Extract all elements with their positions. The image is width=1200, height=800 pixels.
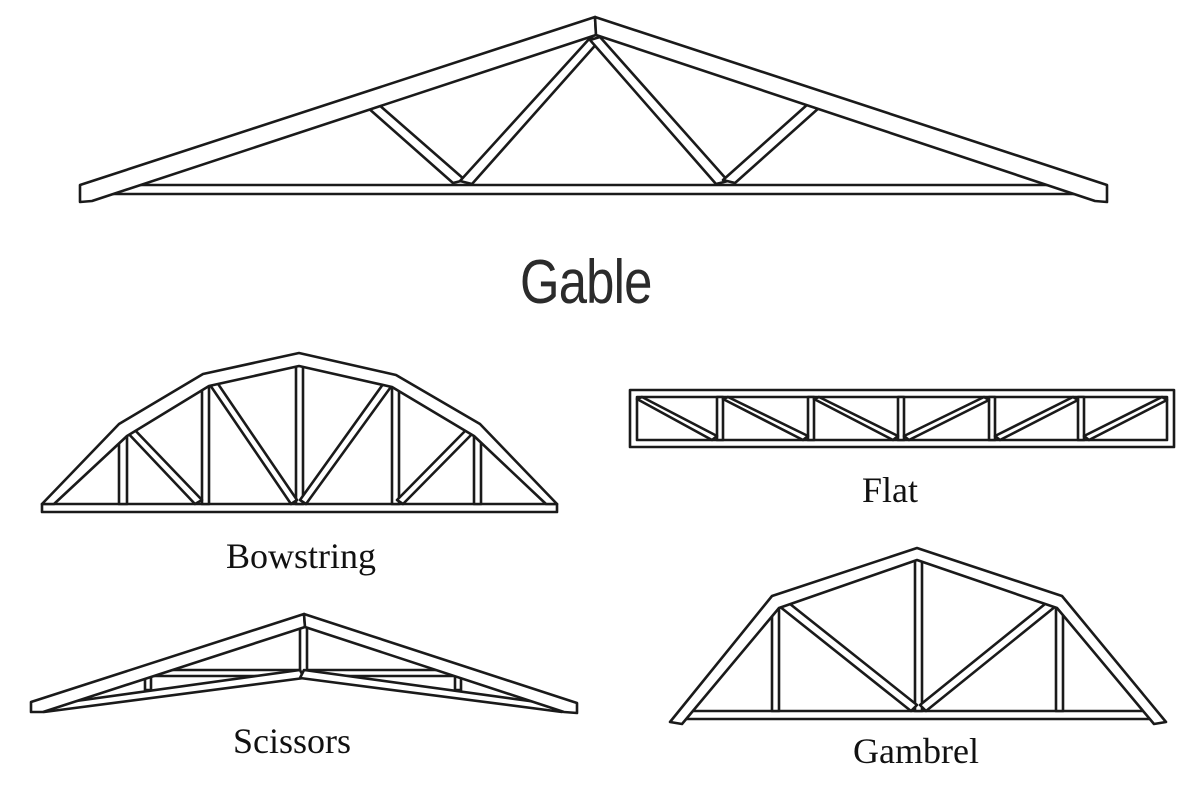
gable-web bbox=[721, 102, 822, 185]
gable-truss bbox=[78, 15, 1109, 204]
bowstring-diagonal bbox=[395, 426, 476, 506]
gable-bottom-chord bbox=[98, 183, 1097, 196]
flat-vertical bbox=[1076, 395, 1086, 442]
bowstring-truss bbox=[40, 351, 559, 514]
flat-vertical bbox=[806, 395, 816, 442]
flat-diagonal bbox=[721, 395, 810, 442]
flat-diagonal bbox=[635, 395, 719, 442]
flat-label: Flat bbox=[862, 470, 919, 510]
flat-diagonal bbox=[902, 395, 991, 442]
gambrel-truss bbox=[668, 546, 1168, 726]
bowstring-vertical bbox=[294, 358, 305, 506]
bowstring-vertical bbox=[390, 378, 401, 506]
bowstring-diagonal bbox=[206, 376, 299, 506]
flat-diagonal bbox=[812, 395, 900, 442]
scissors-truss bbox=[29, 612, 579, 715]
bowstring-vertical bbox=[200, 376, 211, 506]
gable-web bbox=[365, 102, 467, 185]
gambrel-vertical bbox=[913, 555, 924, 713]
bowstring-diagonal bbox=[298, 378, 395, 506]
scissors-center-vertical bbox=[298, 620, 309, 676]
gable-top-chord-right bbox=[593, 15, 1109, 204]
gable-top-chord-left bbox=[78, 15, 598, 204]
flat-truss bbox=[628, 388, 1176, 449]
flat-vertical bbox=[987, 395, 997, 442]
scissors-label: Scissors bbox=[233, 721, 352, 761]
bowstring-top-chord bbox=[40, 351, 559, 506]
gable-label: Gable bbox=[520, 248, 652, 317]
gambrel-label: Gambrel bbox=[853, 731, 979, 771]
flat-vertical bbox=[715, 395, 725, 442]
bowstring-bottom-chord bbox=[40, 502, 559, 514]
flat-diagonal bbox=[1082, 395, 1169, 442]
flat-diagonal bbox=[993, 395, 1080, 442]
gambrel-top-chord bbox=[668, 546, 1168, 726]
scissors-top-chord-left bbox=[29, 612, 307, 714]
bowstring-diagonal bbox=[123, 424, 204, 506]
bowstring-label: Bowstring bbox=[226, 536, 377, 576]
gambrel-vertical bbox=[770, 602, 781, 713]
flat-vertical bbox=[896, 395, 906, 442]
gambrel-diagonal bbox=[777, 598, 919, 713]
gambrel-diagonal bbox=[918, 598, 1058, 713]
gambrel-vertical bbox=[1054, 602, 1065, 713]
scissors-top-chord-right bbox=[302, 612, 579, 715]
